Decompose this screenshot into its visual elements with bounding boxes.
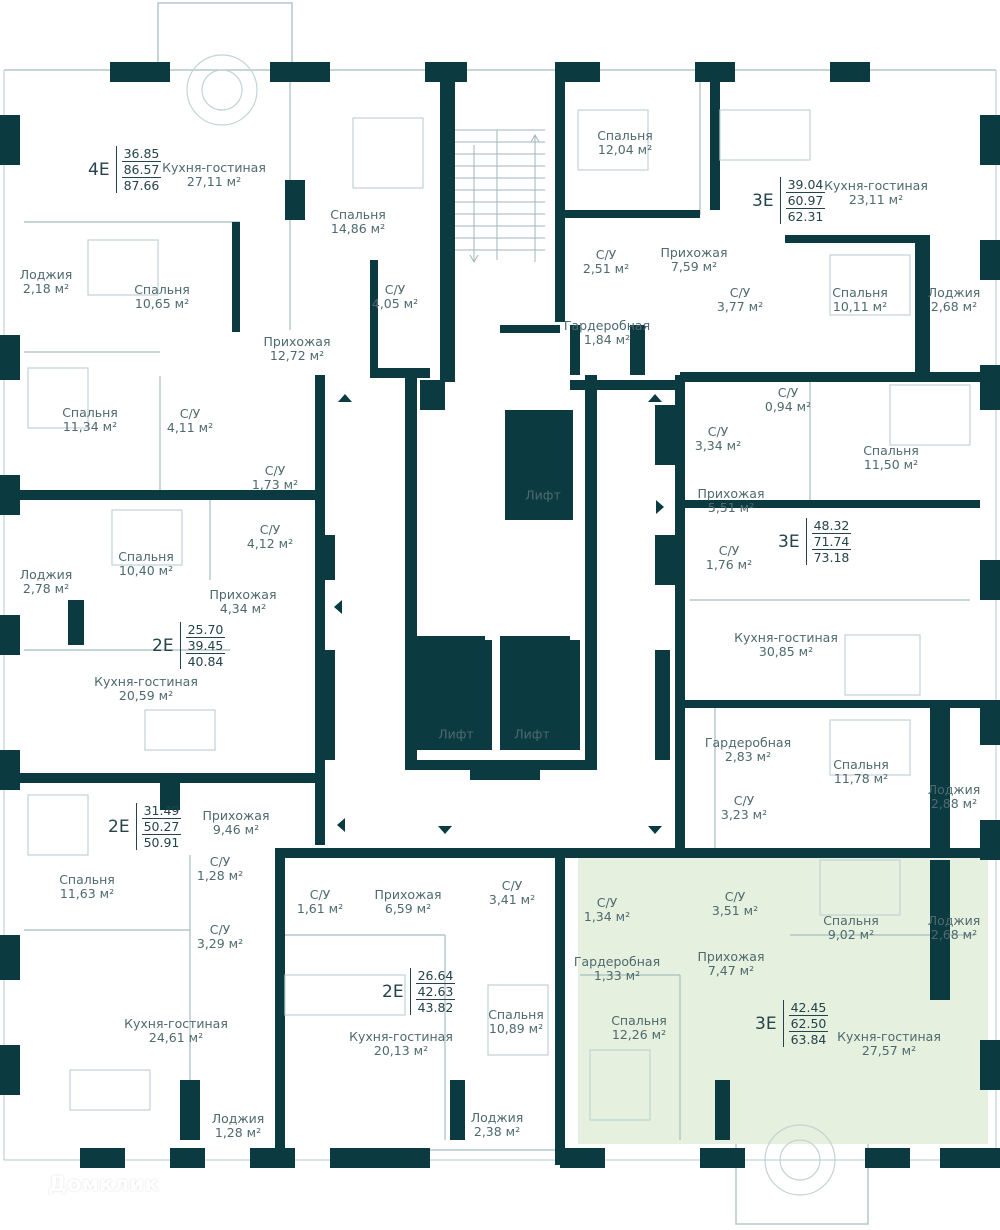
total-area: 42.63: [415, 984, 456, 1000]
apartment-code: 3E: [755, 1000, 784, 1047]
furniture: [27, 54, 971, 1196]
lift-label: Лифт: [525, 487, 561, 503]
watermark-logo: Домклик: [48, 1172, 159, 1196]
living-area: 42.45: [788, 1000, 829, 1016]
total-area: 86.57: [121, 162, 162, 178]
living-area: 26.64: [415, 968, 456, 984]
living-area: 39.04: [785, 177, 826, 193]
entry-arrows: [334, 394, 664, 834]
staircase: [450, 129, 545, 264]
lift-label: Лифт: [514, 726, 550, 742]
total-area-with-balcony: 63.84: [790, 1032, 827, 1047]
apartment-code: 3E: [778, 518, 807, 565]
apartment-code: 2E: [152, 622, 181, 669]
total-area-with-balcony: 43.82: [417, 1000, 454, 1015]
highlighted-apartment-area: [578, 852, 988, 1144]
lift-frames: [422, 419, 568, 746]
total-area: 50.27: [141, 819, 182, 835]
living-area: 36.85: [121, 146, 162, 162]
lift-label: Лифт: [438, 726, 474, 742]
living-area: 48.32: [811, 518, 852, 534]
total-area-with-balcony: 62.31: [787, 209, 824, 224]
total-area: 60.97: [785, 193, 826, 209]
total-area-with-balcony: 73.18: [813, 550, 850, 565]
apartment-code: 2E: [382, 968, 411, 1015]
total-area-with-balcony: 40.84: [187, 654, 224, 669]
total-area: 39.45: [185, 638, 226, 654]
living-area: 31.49: [141, 803, 182, 819]
apartment-code: 3E: [752, 177, 781, 224]
apartment-code: 2E: [108, 803, 137, 850]
load-bearing-walls: [0, 62, 1000, 1168]
living-area: 25.70: [185, 622, 226, 638]
total-area-with-balcony: 50.91: [143, 835, 180, 850]
apartment-code: 4E: [88, 146, 117, 193]
total-area: 71.74: [811, 534, 852, 550]
total-area-with-balcony: 87.66: [123, 178, 160, 193]
total-area: 62.50: [788, 1016, 829, 1032]
